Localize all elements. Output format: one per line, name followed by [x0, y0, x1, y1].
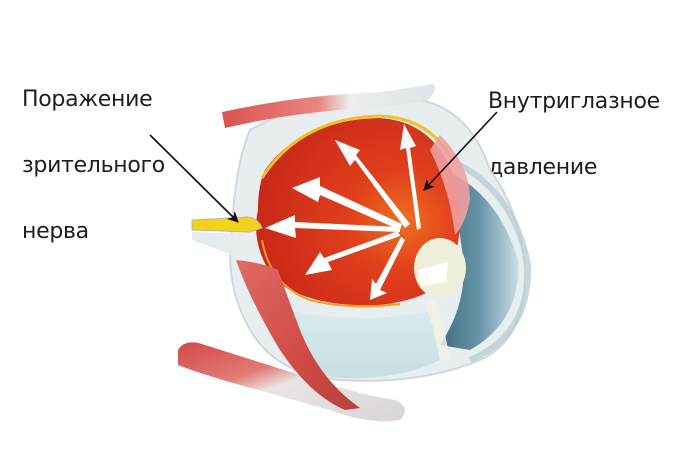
lens-highlight — [418, 262, 448, 286]
label-line: Внутриглазное — [488, 89, 660, 114]
pressure-arrow-up — [400, 124, 421, 230]
pressure-arrow-up-left — [335, 140, 410, 228]
ciliary-body — [430, 135, 470, 235]
upper-muscle — [222, 84, 436, 128]
pressure-arrows — [265, 124, 421, 300]
label-line: зрительного — [22, 153, 165, 178]
pressure-arrow-down — [370, 237, 405, 300]
intraocular-pressure-label: Внутриглазное давление — [488, 52, 660, 217]
retina-rim-lower — [261, 239, 401, 308]
pressure-arrow-left — [265, 215, 400, 238]
optic-nerve-damage-label: Поражение зрительного нерва — [22, 50, 165, 281]
iris-edge — [425, 298, 450, 361]
label-line: нерва — [22, 219, 89, 244]
retina-rim — [260, 114, 454, 179]
side-muscle — [236, 260, 360, 410]
pressure-arrow-left-up — [292, 177, 402, 230]
pressure-pointer — [423, 111, 498, 191]
optic-nerve-sheath — [192, 232, 246, 255]
label-line: Поражение — [22, 87, 153, 112]
optic-nerve-pointer — [149, 134, 239, 223]
cornea-outer — [458, 162, 532, 363]
label-line: давление — [488, 155, 598, 180]
pressure-arrow-left-down — [305, 231, 400, 275]
optic-nerve — [191, 216, 263, 233]
